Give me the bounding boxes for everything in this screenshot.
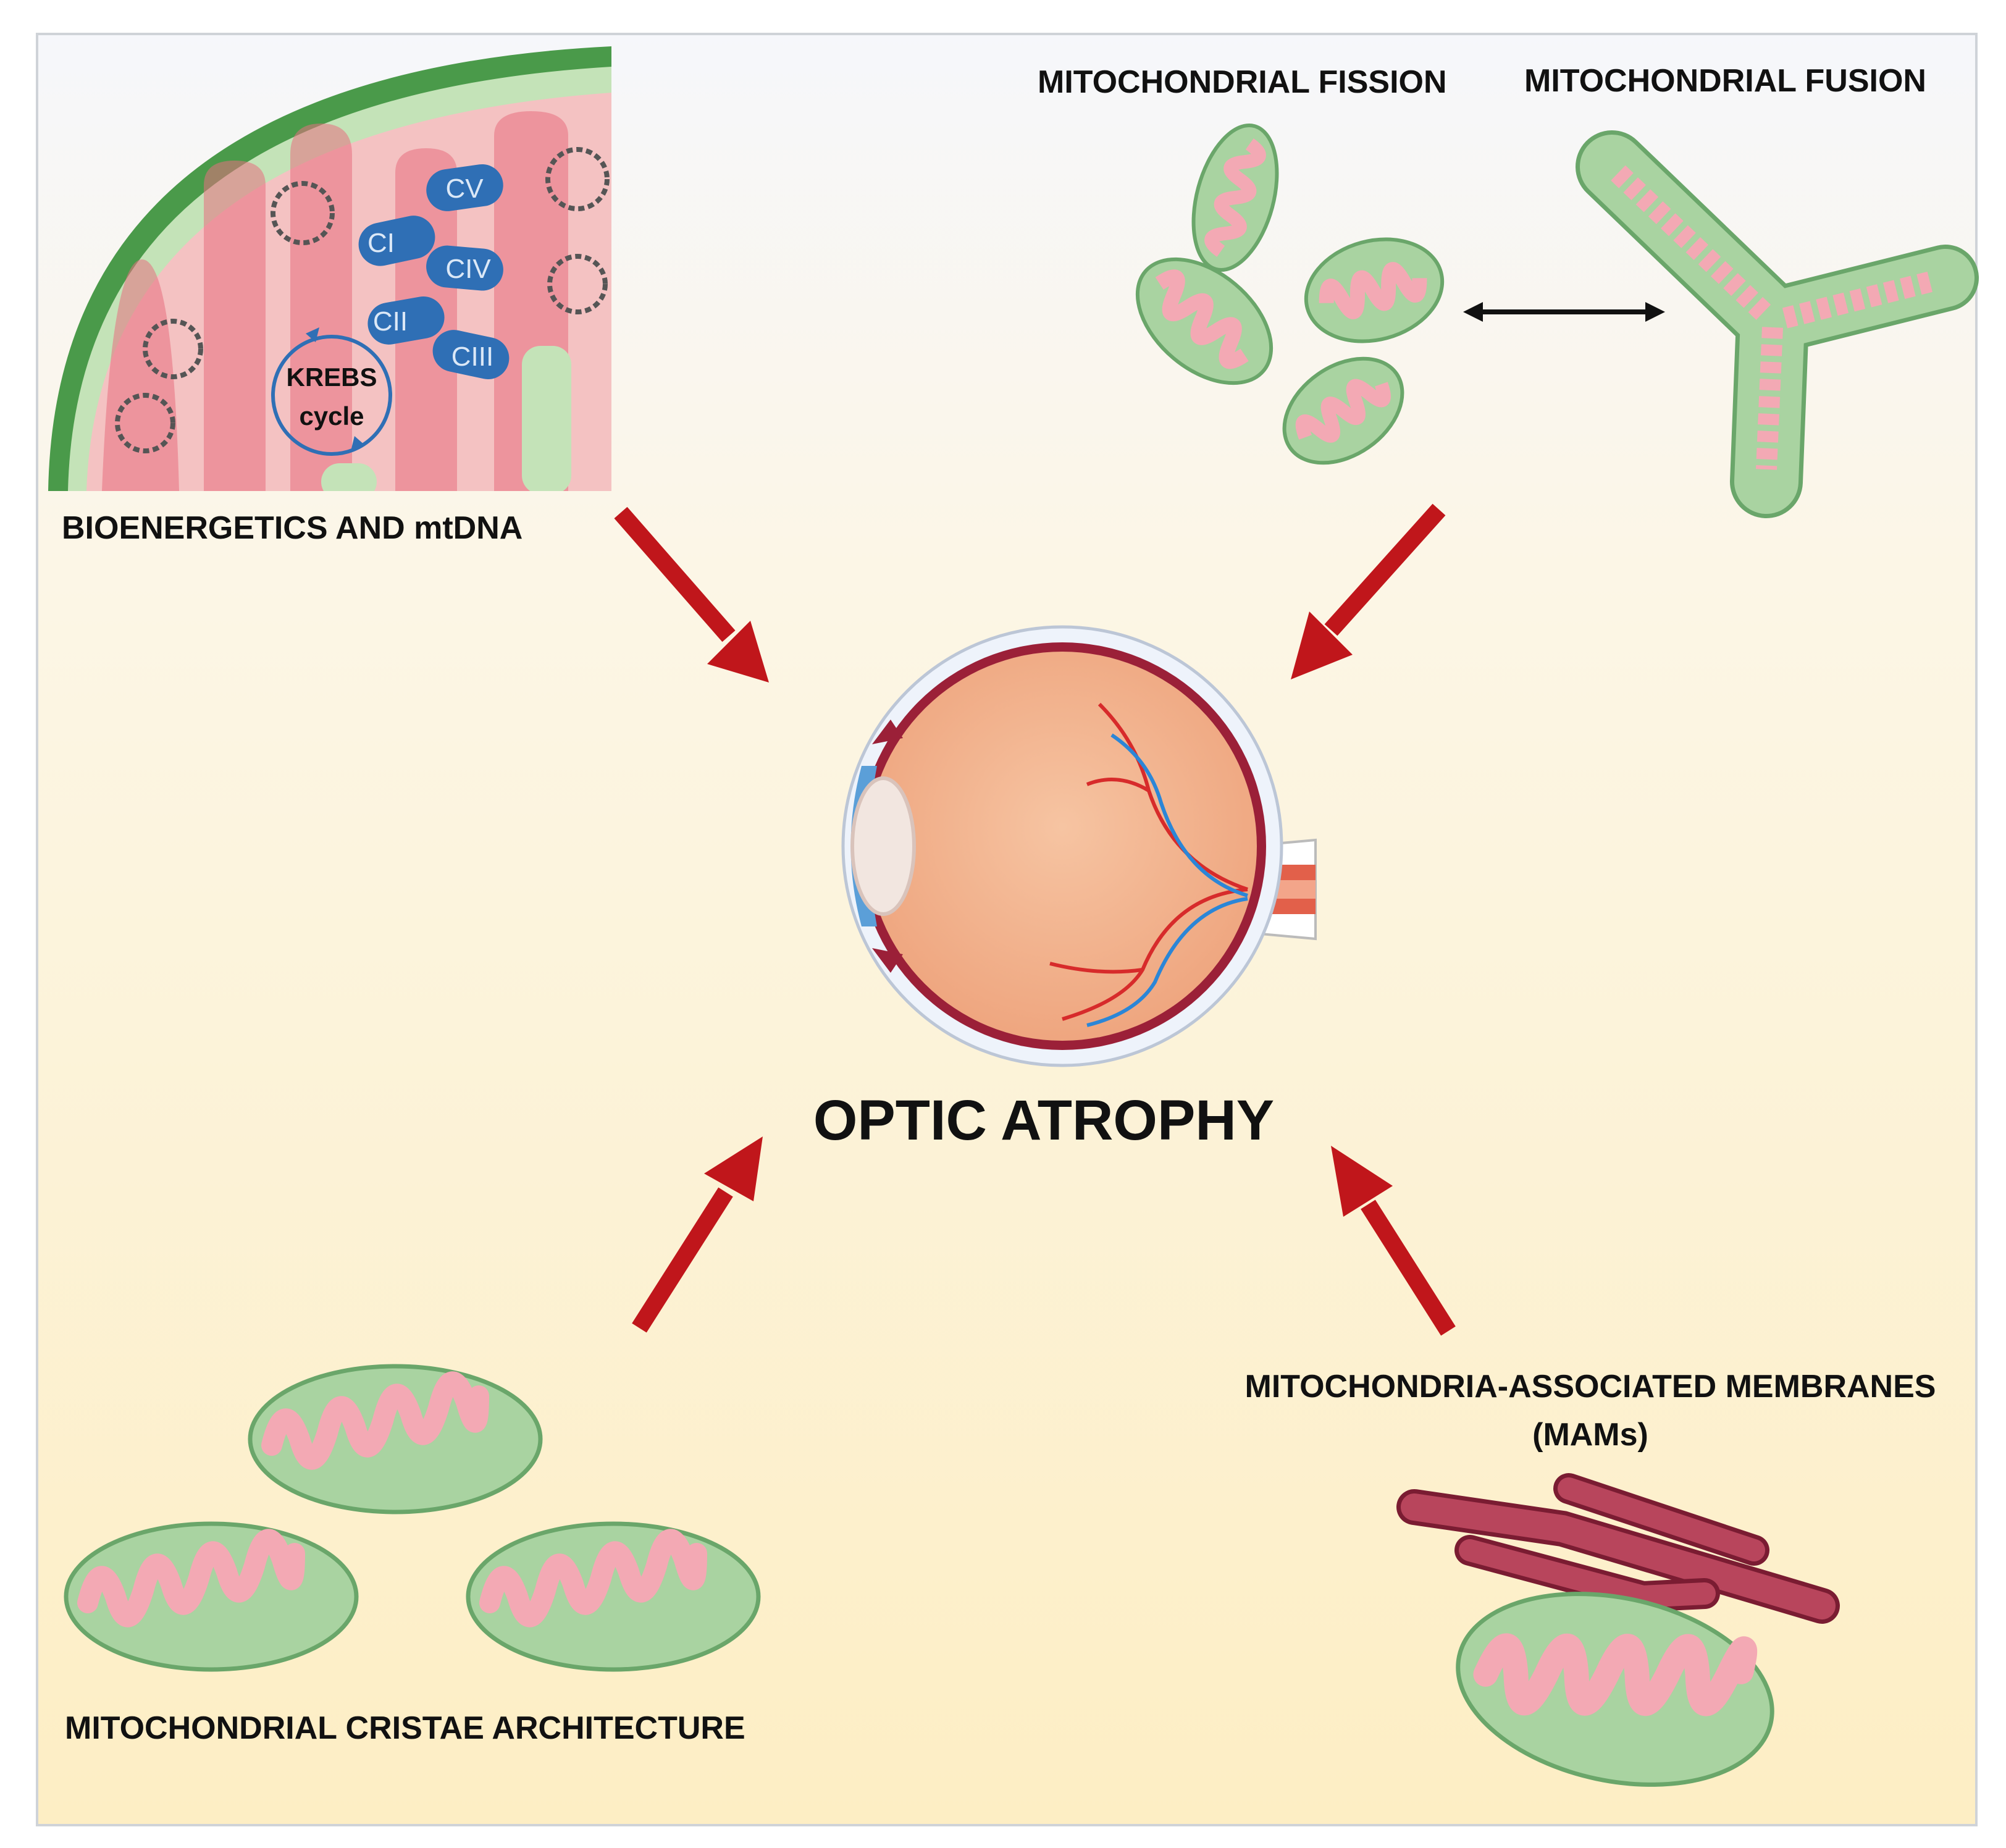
mams-label-line1: MITOCHONDRIA-ASSOCIATED MEMBRANES [1245,1369,1936,1405]
complex-civ: CIV [426,245,503,291]
svg-text:cycle: cycle [299,401,364,430]
complex-ci: CI [358,216,435,266]
svg-text:CIII: CIII [451,342,493,372]
arrow-bioenergetics [614,506,769,682]
complex-cv: CV [426,164,503,211]
fusion-label: MITOCHONDRIAL FUSION [1524,63,1926,99]
krebs-cycle: KREBS cycle [271,327,392,456]
svg-text:KREBS: KREBS [286,363,377,392]
svg-text:CV: CV [445,174,484,204]
fission-mitochondria [1135,123,1445,465]
arrows [614,503,1456,1336]
bioenergetics-illustration: CV CI CIV CII CIII KREBS cycle [48,46,611,491]
cristae-label: MITOCHONDRIAL CRISTAE ARCHITECTURE [65,1710,745,1746]
eye-illustration [841,625,1317,1067]
arrow-cristae [632,1136,763,1333]
mams-label-line2: (MAMs) [1532,1417,1648,1453]
arrow-mams [1331,1146,1456,1336]
cristae-mitochondria [64,1364,761,1672]
page-title: OPTIC ATROPHY [813,1089,1274,1152]
svg-text:CII: CII [373,306,408,337]
fission-label: MITOCHONDRIAL FISSION [1038,64,1447,100]
fused-mitochondrion [1576,130,1979,518]
svg-text:CIV: CIV [445,254,491,284]
complex-ciii: CIII [432,330,510,380]
arrow-fission-fusion [1291,503,1446,679]
mams-mitochondrion [1456,1592,1774,1787]
complex-cii: CII [367,296,445,345]
endoplasmic-reticulum [1396,1473,1840,1624]
bioenergetics-label: BIOENERGETICS AND mtDNA [62,510,522,546]
svg-text:CI: CI [367,228,395,258]
